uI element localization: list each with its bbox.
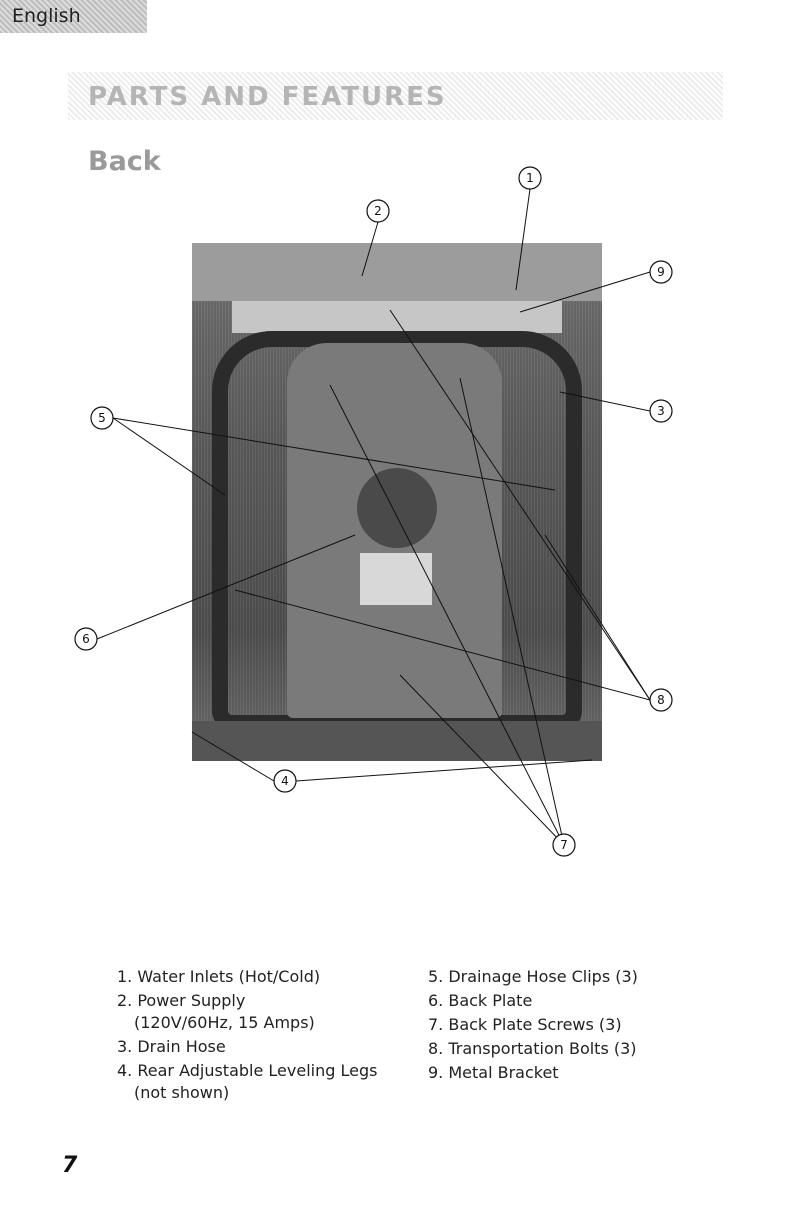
legend-item: 3. Drain Hose (117, 1036, 417, 1058)
callout-6: 6 (75, 628, 97, 650)
legend-item: 6. Back Plate (428, 990, 728, 1012)
legend-item: 1. Water Inlets (Hot/Cold) (117, 966, 417, 988)
callout-4: 4 (274, 770, 296, 792)
callout-8: 8 (650, 689, 672, 711)
legend-item-label: 2. Power Supply (117, 990, 417, 1012)
page-number: 7 (62, 1153, 77, 1178)
callout-2: 2 (367, 200, 389, 222)
legend-left: 1. Water Inlets (Hot/Cold) 2. Power Supp… (117, 966, 417, 1106)
legend-item-label: 1. Water Inlets (Hot/Cold) (117, 966, 417, 988)
legend-item-sub: (not shown) (117, 1082, 417, 1104)
legend-item: 5. Drainage Hose Clips (3) (428, 966, 728, 988)
legend-item: 9. Metal Bracket (428, 1062, 728, 1084)
legend-item-label: 3. Drain Hose (117, 1036, 417, 1058)
legend-item-label: 4. Rear Adjustable Leveling Legs (117, 1060, 417, 1082)
legend-right: 5. Drainage Hose Clips (3) 6. Back Plate… (428, 966, 728, 1086)
legend-item: 8. Transportation Bolts (3) (428, 1038, 728, 1060)
callout-9: 9 (650, 261, 672, 283)
legend-item: 7. Back Plate Screws (3) (428, 1014, 728, 1036)
callout-1: 1 (519, 167, 541, 189)
legend-item: 2. Power Supply (120V/60Hz, 15 Amps) (117, 990, 417, 1034)
callout-7: 7 (553, 834, 575, 856)
callout-3: 3 (650, 400, 672, 422)
legend-item: 4. Rear Adjustable Leveling Legs (not sh… (117, 1060, 417, 1104)
callout-5: 5 (91, 407, 113, 429)
legend-item-sub: (120V/60Hz, 15 Amps) (117, 1012, 417, 1034)
